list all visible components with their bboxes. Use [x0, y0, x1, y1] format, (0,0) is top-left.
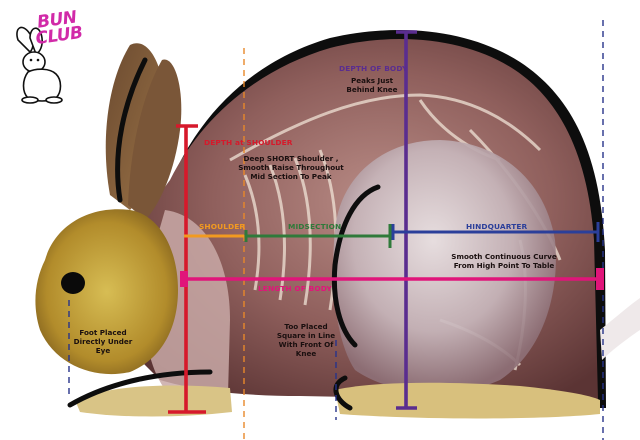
eye: [61, 272, 85, 294]
hindquarter-label: HINDQUARTER: [466, 222, 528, 231]
hind-thigh: [333, 140, 556, 393]
ear-front: [128, 59, 182, 220]
tail: [600, 298, 640, 360]
shoulder-note: Deep SHORT Shoulder , Smooth Raise Throu…: [238, 154, 344, 181]
depth-of-body-line: [396, 30, 417, 410]
dashed-guides: [68, 20, 604, 440]
rabbit-head: [35, 209, 178, 375]
hindquarter-note: Smooth Continuous Curve From High Point …: [451, 252, 557, 270]
midsection-label: MIDSECTION: [288, 222, 342, 231]
logo-wordmark: BUN CLUB: [26, 7, 90, 49]
length-of-body-line: [180, 268, 604, 290]
front-foot-note: Foot Placed Directly Under Eye: [73, 328, 133, 355]
depth-at-shoulder-line: [168, 124, 206, 414]
logo-bunny-face: [29, 58, 40, 62]
hind-foot-note: Too Placed Square in Line With Front Of …: [276, 322, 336, 358]
shoulder-label: SHOULDER: [199, 222, 246, 231]
contour-strokes: [67, 57, 381, 411]
logo-bunny-figure: [16, 26, 63, 104]
hindquarter-segment-line: [391, 222, 600, 242]
front-foot: [75, 385, 232, 417]
midsection-segment-line: [244, 224, 392, 248]
length-of-body-label: LENGTH OF BODY: [258, 284, 332, 293]
depth-of-body-note: Peaks Just Behind Knee: [346, 76, 398, 94]
depth-at-shoulder-label: DEPTH at SHOULDER: [204, 138, 293, 147]
depth-of-body-label: DEPTH OF BODY: [339, 64, 408, 73]
